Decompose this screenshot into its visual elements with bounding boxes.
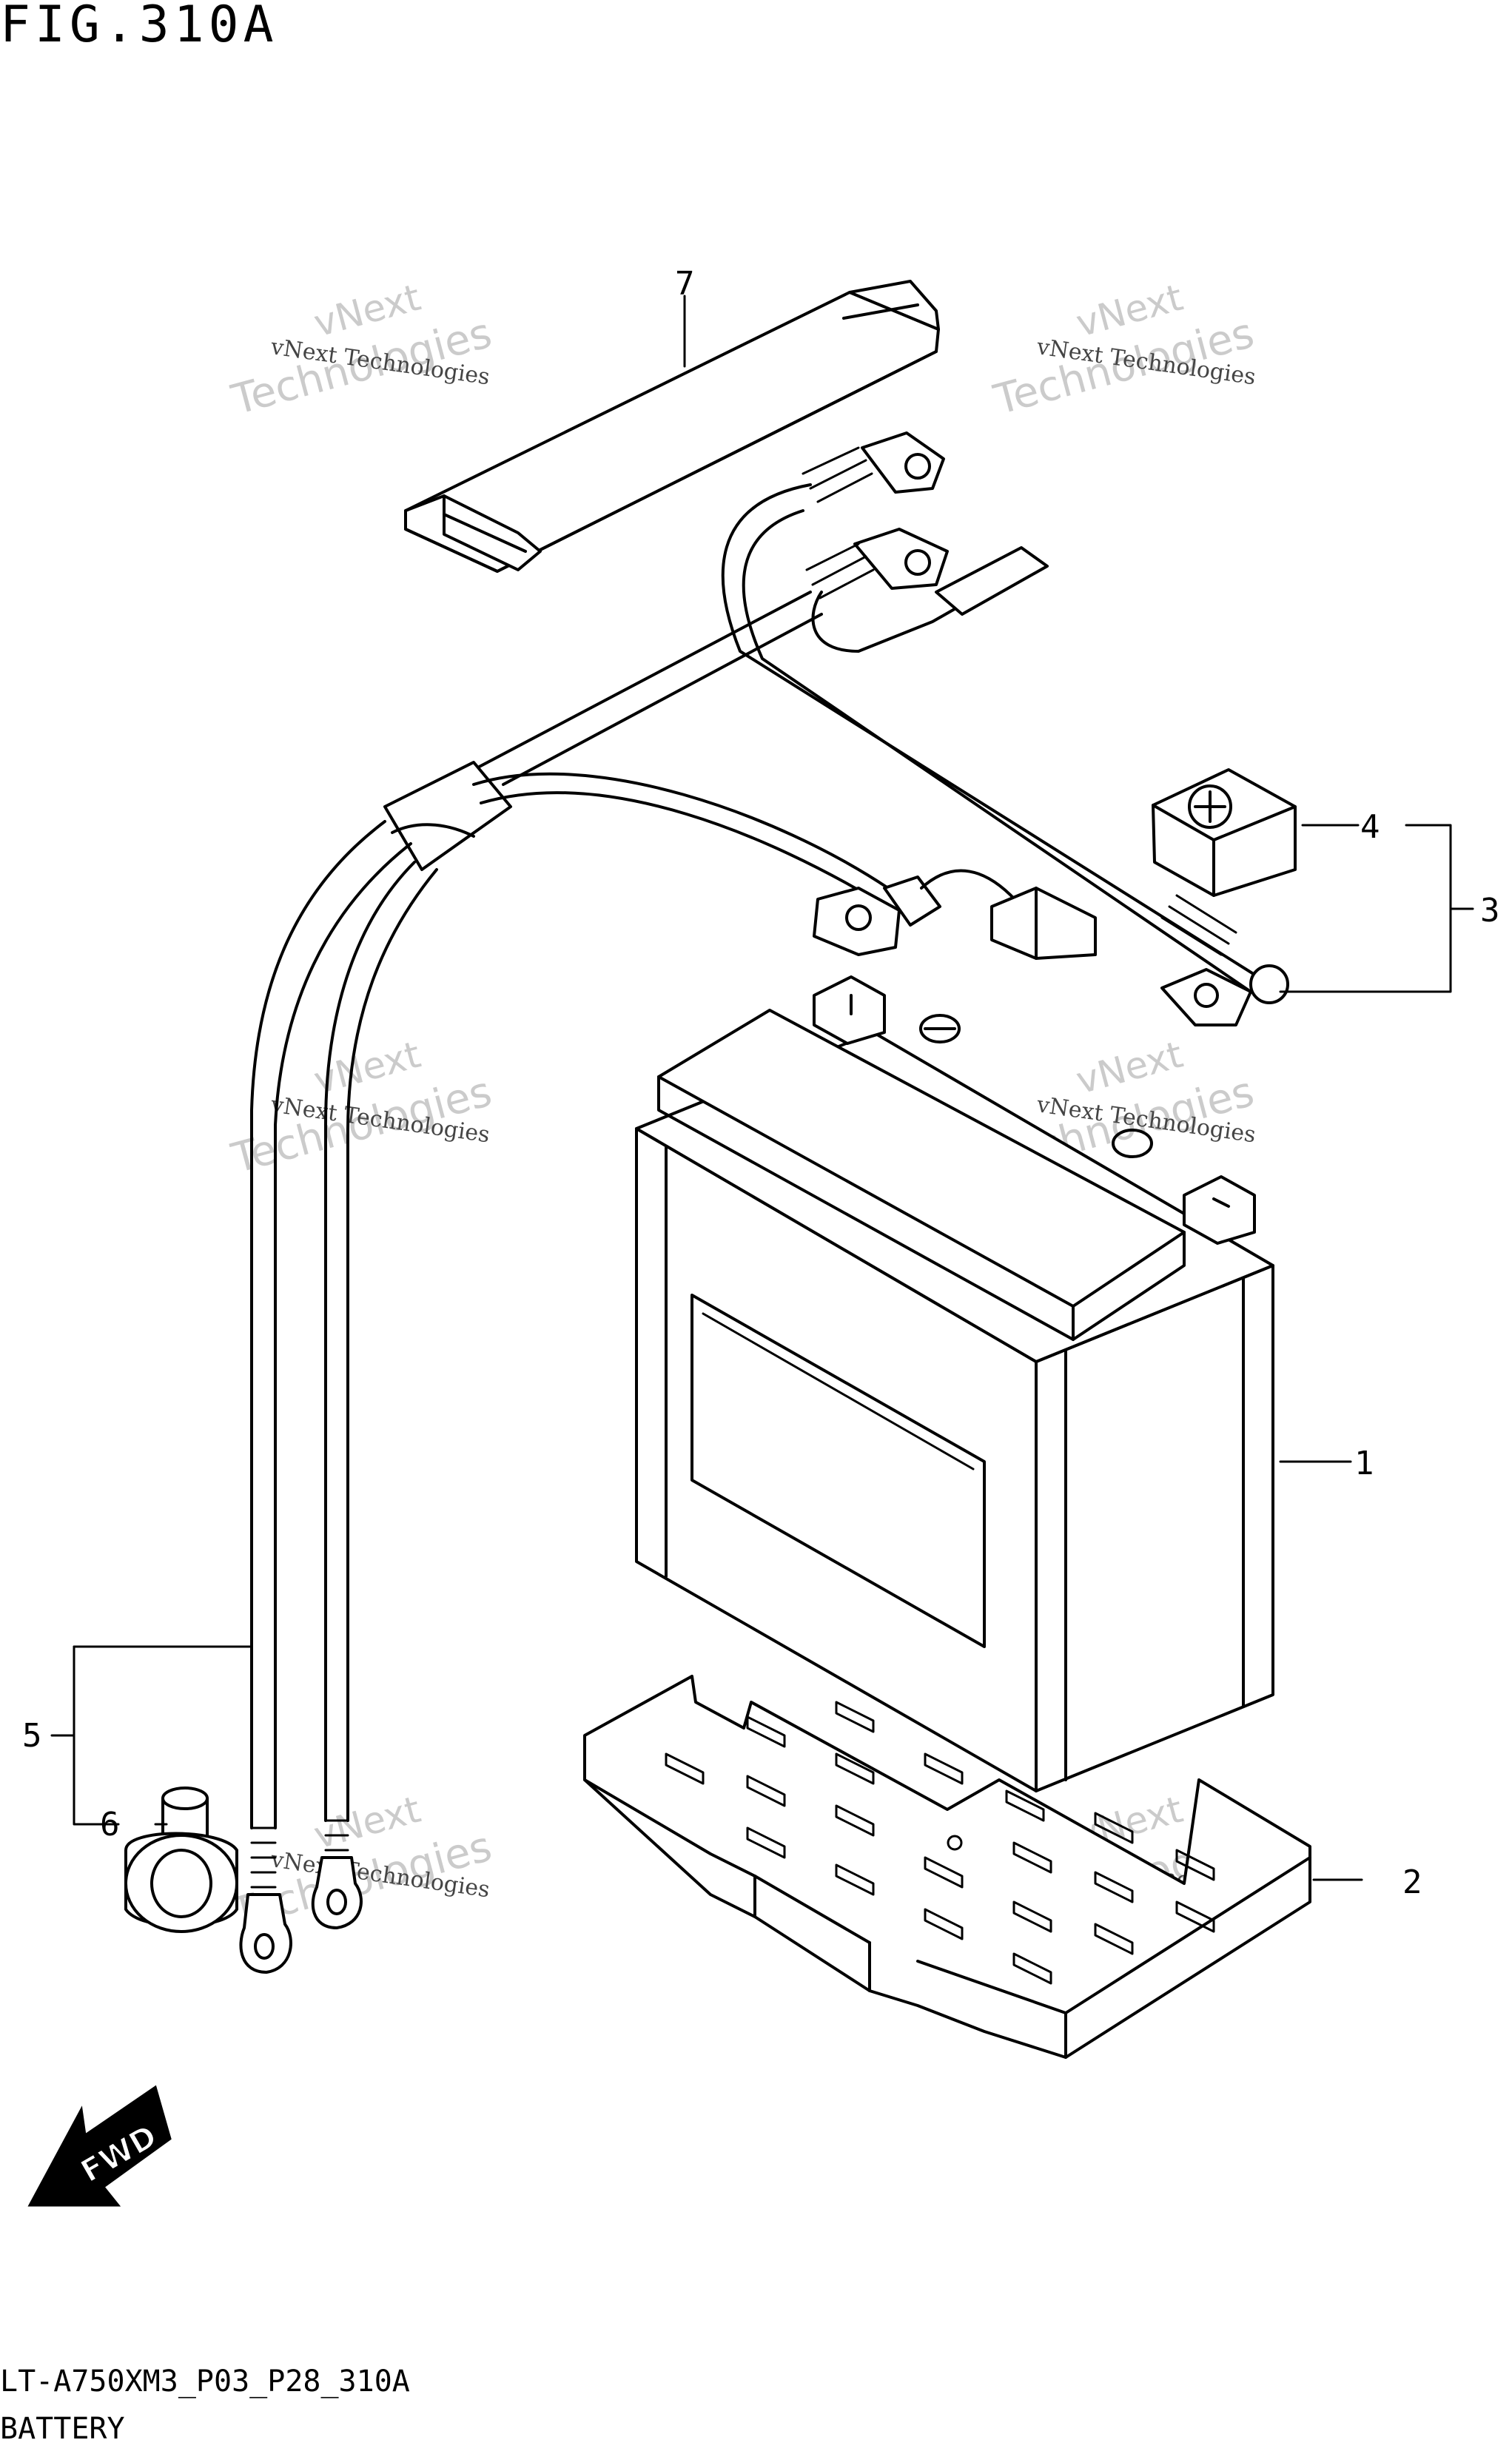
callout-5: 5	[22, 1717, 42, 1755]
part-3-wiring-harness	[383, 431, 1289, 1026]
model-code: LT-A750XM3_P03_P28_310A	[0, 2364, 410, 2399]
part-4-terminal-cover	[1152, 768, 1297, 897]
callout-labels: 7 4 3 1 2 5 6	[22, 265, 1500, 1901]
part-1-battery	[635, 975, 1274, 1792]
watermark-mid-left: vNext Technologies vNext Technologies	[226, 1033, 497, 1183]
part-7-battery-strap	[404, 280, 940, 573]
part-2-battery-tray	[583, 1675, 1311, 2059]
callout-4: 4	[1360, 808, 1380, 846]
callout-7: 7	[675, 265, 695, 303]
watermark-top-left: vNext Technologies vNext Technologies	[226, 276, 497, 425]
callout-1: 1	[1354, 1445, 1374, 1482]
leader-lines	[50, 295, 1474, 1881]
figure-title: FIG.310A	[0, 0, 278, 54]
figure-caption: BATTERY	[0, 2412, 125, 2446]
part-5-ground-cable	[239, 820, 438, 1974]
callout-6: 6	[100, 1806, 120, 1843]
watermark-top-right: vNext Technologies vNext Technologies	[989, 276, 1259, 425]
callout-2: 2	[1402, 1863, 1422, 1901]
callout-3: 3	[1480, 892, 1500, 930]
part-6-cap	[124, 1787, 238, 1933]
fwd-direction-arrow: FWD	[27, 2085, 172, 2207]
